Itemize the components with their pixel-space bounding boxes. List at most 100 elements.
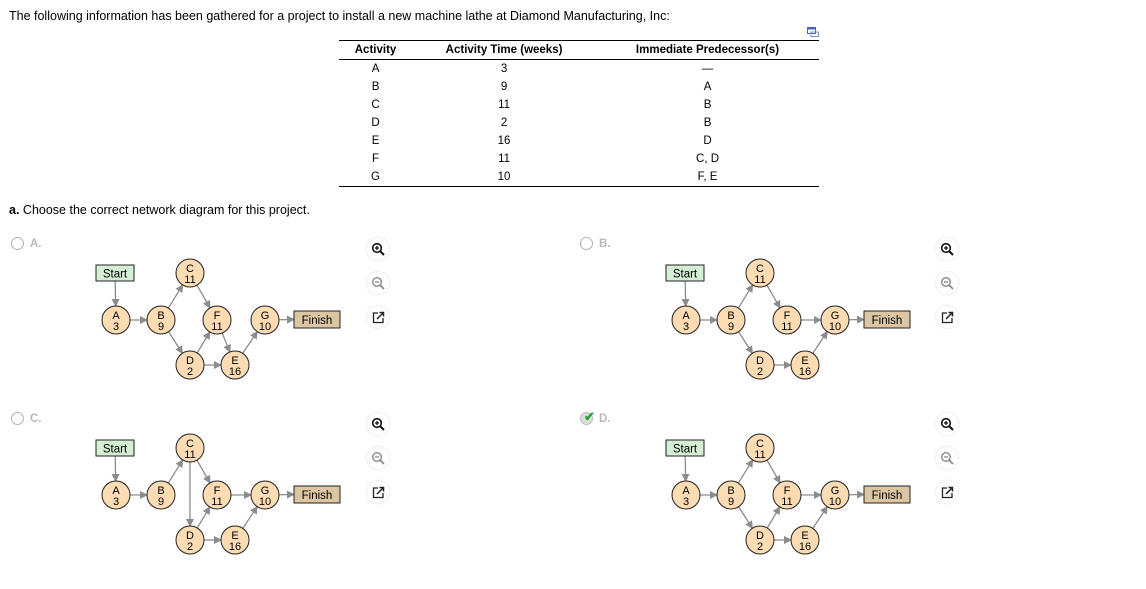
zoom-out-icon (940, 276, 954, 290)
svg-text:B: B (727, 485, 734, 497)
activity-cell: E (371, 135, 380, 147)
svg-text:Finish: Finish (302, 490, 333, 502)
svg-text:A: A (682, 310, 690, 322)
zoom-in-icon (940, 242, 954, 256)
svg-text:16: 16 (229, 366, 241, 378)
edge-c-f (766, 284, 781, 309)
zoom-out-button-d[interactable] (936, 447, 958, 469)
svg-text:3: 3 (113, 321, 119, 333)
zoom-out-button-a[interactable] (367, 272, 389, 294)
svg-text:A: A (112, 485, 120, 497)
radio-option-d[interactable]: ✔ (580, 409, 595, 425)
svg-text:F: F (214, 485, 221, 497)
activity-node-b: B9 (146, 305, 176, 335)
activity-node-g: G10 (250, 480, 280, 510)
svg-text:B: B (157, 485, 164, 497)
activity-cell: C (371, 99, 380, 111)
predecessor-cell: — (701, 63, 714, 75)
activity-node-c: C11 (175, 258, 205, 288)
activity-node-g: G10 (250, 305, 280, 335)
time-cell: 10 (497, 171, 511, 183)
question-body: Choose the correct network diagram for t… (19, 203, 310, 217)
zoom-in-button-a[interactable] (367, 238, 389, 260)
open-new-window-button-c[interactable] (367, 481, 389, 503)
zoom-in-icon (371, 417, 385, 431)
open-new-window-button-a[interactable] (367, 306, 389, 328)
svg-text:F: F (784, 310, 791, 322)
zoom-out-icon (371, 451, 385, 465)
option-d[interactable]: ✔ D. (580, 409, 611, 425)
svg-text:2: 2 (187, 366, 193, 378)
svg-text:3: 3 (113, 496, 119, 508)
svg-text:D: D (186, 530, 194, 542)
activity-cell: D (371, 117, 380, 129)
activity-node-d: D2 (745, 525, 775, 555)
option-a[interactable]: A. (11, 237, 42, 250)
svg-text:11: 11 (184, 449, 195, 461)
activity-node-a: A3 (101, 305, 131, 335)
start-node: Start (665, 439, 705, 457)
open-new-window-button-b[interactable] (936, 306, 958, 328)
activity-node-b: B9 (716, 305, 746, 335)
external-link-icon (941, 486, 953, 498)
open-new-window-button-d[interactable] (936, 481, 958, 503)
zoom-in-button-b[interactable] (936, 238, 958, 260)
table-header-row: Activity Activity Time (weeks) Immediate… (339, 40, 819, 60)
predecessor-cell: A (703, 81, 712, 93)
tools-option-a (367, 238, 389, 340)
activity-table: Activity Activity Time (weeks) Immediate… (339, 40, 819, 187)
zoom-in-icon (371, 242, 385, 256)
activity-cell: A (371, 63, 380, 75)
radio-option-c[interactable] (11, 412, 24, 425)
radio-option-b[interactable] (580, 237, 593, 250)
activity-node-e: E16 (220, 525, 250, 555)
svg-text:11: 11 (754, 449, 765, 461)
finish-node: Finish (293, 310, 341, 329)
tools-option-b (936, 238, 958, 340)
activity-node-g: G10 (820, 305, 850, 335)
edge-start-a (111, 280, 120, 308)
activity-node-d: D2 (175, 350, 205, 380)
predecessor-cell: B (703, 99, 712, 111)
zoom-out-button-b[interactable] (936, 272, 958, 294)
svg-text:11: 11 (781, 496, 792, 508)
activity-node-b: B9 (146, 480, 176, 510)
external-link-icon (372, 486, 384, 498)
activity-node-f: F11 (202, 480, 232, 510)
edge-d-f (196, 506, 211, 529)
svg-text:F: F (214, 310, 221, 322)
time-cell: 9 (500, 81, 508, 93)
svg-text:Start: Start (103, 444, 128, 456)
activity-node-f: F11 (202, 305, 232, 335)
zoom-in-button-d[interactable] (936, 413, 958, 435)
activity-node-g: G10 (820, 480, 850, 510)
activity-node-c: C11 (745, 258, 775, 288)
option-b[interactable]: B. (580, 237, 611, 250)
check-icon: ✔ (584, 409, 595, 424)
edge-start-a (681, 280, 690, 308)
svg-text:E: E (801, 355, 808, 367)
svg-text:D: D (186, 355, 194, 367)
svg-text:11: 11 (184, 274, 195, 286)
svg-text:Start: Start (673, 444, 698, 456)
svg-text:10: 10 (829, 321, 841, 333)
option-c[interactable]: C. (11, 412, 42, 425)
edge-b-d (738, 331, 753, 355)
svg-text:16: 16 (799, 366, 811, 378)
activity-cell: F (372, 153, 380, 165)
svg-text:11: 11 (211, 321, 222, 333)
edge-b-c (737, 284, 754, 309)
finish-node: Finish (863, 485, 911, 504)
svg-text:D: D (756, 530, 764, 542)
popout-window-icon[interactable] (807, 27, 819, 37)
radio-option-a[interactable] (11, 237, 24, 250)
finish-node: Finish (293, 485, 341, 504)
zoom-in-button-c[interactable] (367, 413, 389, 435)
zoom-out-button-c[interactable] (367, 447, 389, 469)
